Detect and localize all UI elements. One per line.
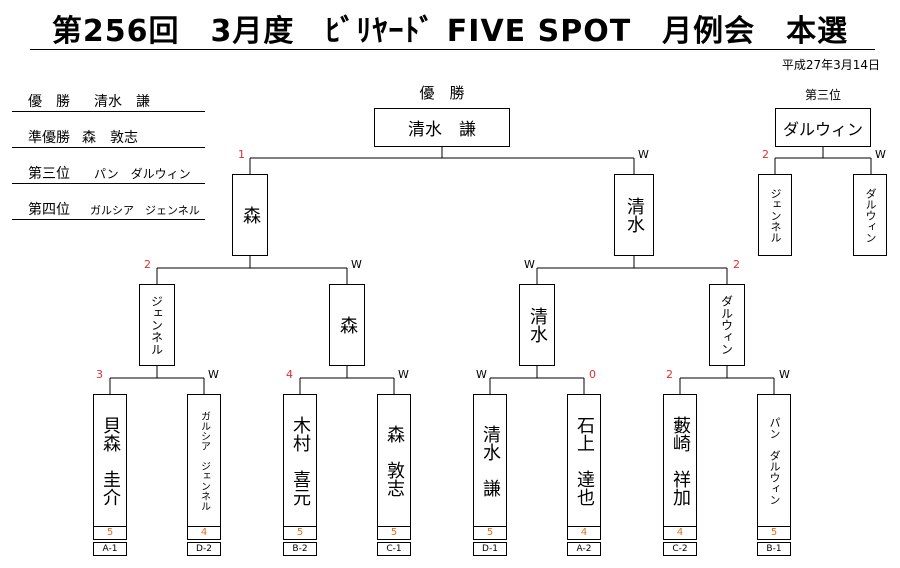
event-date: 平成27年3月14日: [781, 58, 880, 72]
third-right-box: ダルウィン: [853, 174, 887, 256]
player-box: 藪崎 祥加: [663, 394, 697, 527]
semi-score: W: [351, 258, 362, 271]
page-title: 第256回 3月度 ﾋﾞﾘﾔｰﾄﾞ FIVE SPOT 月例会 本選: [51, 14, 849, 49]
result-label: 第三位: [28, 166, 70, 182]
semi-box: 森: [329, 284, 365, 366]
final-right-score: W: [638, 148, 649, 161]
player-code: D-1: [473, 542, 507, 556]
result-label: 優 勝: [28, 94, 70, 110]
player-seed: 4: [567, 527, 601, 540]
semi-box: ダルウィン: [709, 284, 745, 366]
third-left-box: ジェンネル: [758, 174, 792, 256]
player-box: 木村 喜元: [283, 394, 317, 527]
player-score: 0: [589, 368, 596, 381]
champion-heading: 優 勝: [419, 84, 465, 102]
player-score: 2: [666, 368, 673, 381]
player-code: C-1: [377, 542, 411, 556]
player-box: 石上 達也: [567, 394, 601, 527]
player-box: 清水 謙: [473, 394, 507, 527]
result-value: 清水 謙: [94, 94, 150, 110]
player-code: D-2: [187, 542, 221, 556]
result-value: 森 敦志: [82, 130, 138, 146]
third-left-score: 2: [762, 148, 769, 161]
result-row-third: 第三位 パン ダルウィン: [12, 161, 205, 184]
third-place-heading: 第三位: [804, 88, 841, 102]
title-rule: [30, 49, 875, 50]
player-box: ガルシア ジェンネル: [187, 394, 221, 527]
player-seed: 5: [377, 527, 411, 540]
player-code: B-1: [757, 542, 791, 556]
player-seed: 4: [663, 527, 697, 540]
player-seed: 5: [473, 527, 507, 540]
player-seed: 4: [187, 527, 221, 540]
player-score: W: [779, 368, 790, 381]
result-label: 第四位: [28, 202, 70, 218]
player-box: 森 敦志: [377, 394, 411, 527]
player-score: 3: [96, 368, 103, 381]
player-score: 4: [286, 368, 293, 381]
result-row-fourth: 第四位 ガルシア ジェンネル: [12, 197, 205, 220]
third-right-score: W: [875, 148, 886, 161]
player-code: A-1: [93, 542, 127, 556]
semi-score: 2: [144, 258, 151, 271]
final-left-score: 1: [238, 148, 245, 161]
player-score: W: [208, 368, 219, 381]
player-box: パン ダルウィン: [757, 394, 791, 527]
semi-box: ジェンネル: [139, 284, 175, 366]
player-seed: 5: [283, 527, 317, 540]
player-seed: 5: [757, 527, 791, 540]
result-value: パン ダルウィン: [94, 167, 191, 181]
third-place-box: ダルウィン: [775, 108, 871, 147]
result-value: ガルシア ジェンネル: [90, 204, 200, 217]
player-seed: 5: [93, 527, 127, 540]
player-code: C-2: [663, 542, 697, 556]
player-code: B-2: [283, 542, 317, 556]
semi-score: 2: [733, 258, 740, 271]
player-score: W: [476, 368, 487, 381]
result-row-runner-up: 準優勝 森 敦志: [12, 125, 205, 148]
final-left-box: 森: [232, 174, 268, 256]
player-box: 貝森 圭介: [93, 394, 127, 527]
semi-score: W: [524, 258, 535, 271]
result-row-champion: 優 勝 清水 謙: [12, 89, 205, 112]
result-label: 準優勝: [28, 130, 70, 146]
final-right-box: 清水: [614, 174, 654, 256]
champion-box: 清水 謙: [374, 108, 510, 147]
player-code: A-2: [567, 542, 601, 556]
semi-box: 清水: [519, 284, 555, 366]
player-score: W: [398, 368, 409, 381]
